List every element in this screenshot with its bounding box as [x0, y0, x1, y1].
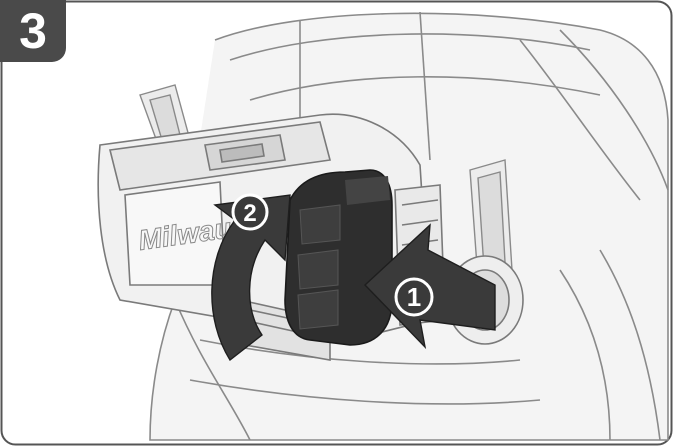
callout-1: 1 [394, 277, 434, 317]
battery-pack [284, 169, 393, 346]
callout-2: 2 [231, 193, 269, 231]
step-badge: 3 [0, 0, 66, 62]
helmet-ridges [139, 84, 513, 281]
step-number: 3 [19, 3, 47, 59]
callout-1-label: 1 [407, 282, 421, 312]
callout-2-label: 2 [243, 200, 256, 227]
